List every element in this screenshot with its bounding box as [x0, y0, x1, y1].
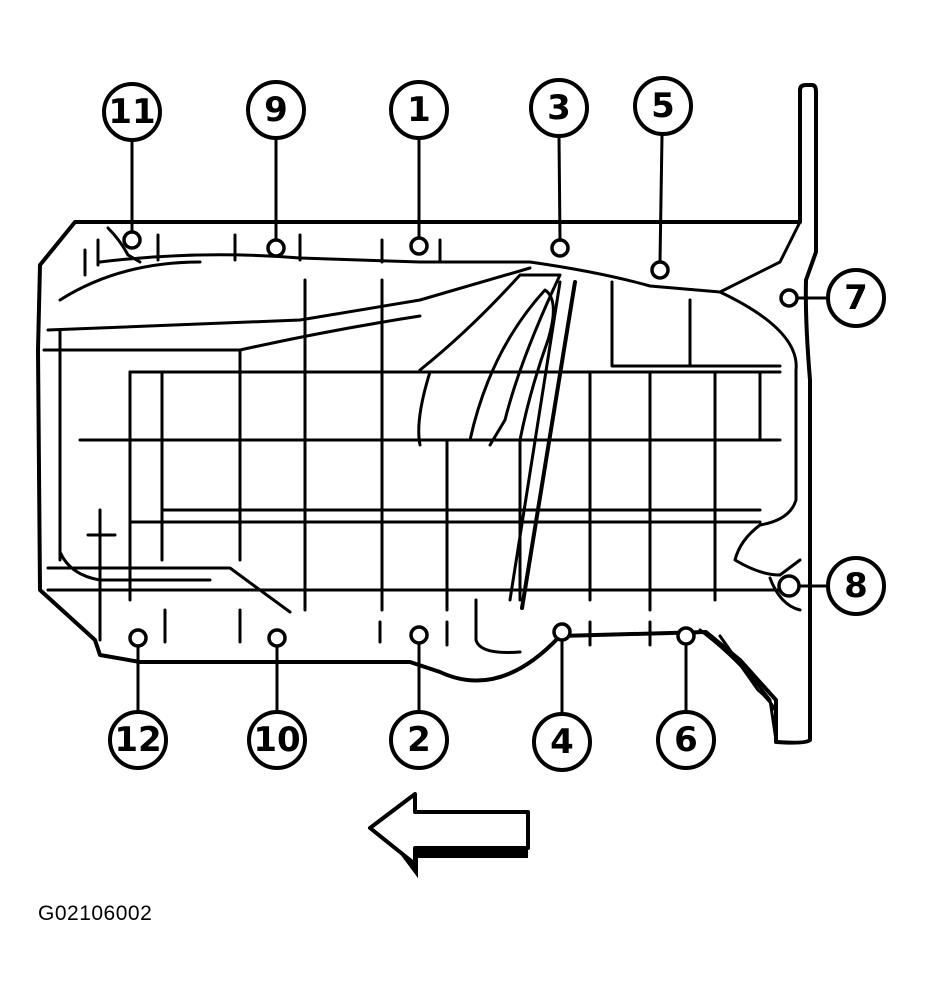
bolt-hole-11 [122, 230, 142, 250]
bolt-hole-2 [409, 625, 429, 645]
callout-label-6: 6 [674, 720, 698, 760]
bolt-hole-12 [128, 628, 148, 648]
callout-label-4: 4 [550, 722, 574, 762]
bolt-holes [122, 230, 801, 648]
left-arrow-icon [368, 792, 530, 878]
bolt-hole-6 [676, 626, 696, 646]
bolt-hole-3 [550, 238, 570, 258]
bolt-hole-1 [409, 236, 429, 256]
callout-11: 11 [102, 82, 162, 142]
callout-label-1: 1 [407, 90, 431, 130]
callout-8: 8 [826, 556, 886, 616]
callout-7: 7 [826, 268, 886, 328]
callout-label-7: 7 [844, 278, 868, 318]
callout-label-8: 8 [844, 566, 868, 606]
bolt-hole-9 [266, 238, 286, 258]
figure-code: G02106002 [38, 902, 153, 925]
bolt-hole-5 [650, 260, 670, 280]
callout-label-3: 3 [547, 88, 571, 128]
bolt-hole-8 [777, 574, 801, 598]
leader-lines [130, 134, 830, 714]
callout-6: 6 [656, 710, 716, 770]
oil-pan-drawing [36, 83, 818, 745]
bolt-hole-7 [779, 288, 799, 308]
callout-label-5: 5 [651, 86, 675, 126]
bolt-hole-4 [552, 622, 572, 642]
callout-label-11: 11 [108, 92, 155, 132]
bolt-hole-10 [267, 628, 287, 648]
callouts: 11 9 1 3 5 7 8 12 [102, 76, 886, 772]
callout-10: 10 [247, 710, 307, 770]
grid-ribs [128, 278, 762, 612]
callout-9: 9 [246, 80, 306, 140]
callout-5: 5 [633, 76, 693, 136]
callout-4: 4 [532, 712, 592, 772]
callout-label-10: 10 [253, 720, 300, 760]
callout-label-12: 12 [114, 720, 161, 760]
callout-label-2: 2 [407, 720, 431, 760]
callout-2: 2 [389, 710, 449, 770]
callout-1: 1 [389, 80, 449, 140]
callout-label-9: 9 [264, 90, 288, 130]
callout-12: 12 [108, 710, 168, 770]
callout-3: 3 [529, 78, 589, 138]
